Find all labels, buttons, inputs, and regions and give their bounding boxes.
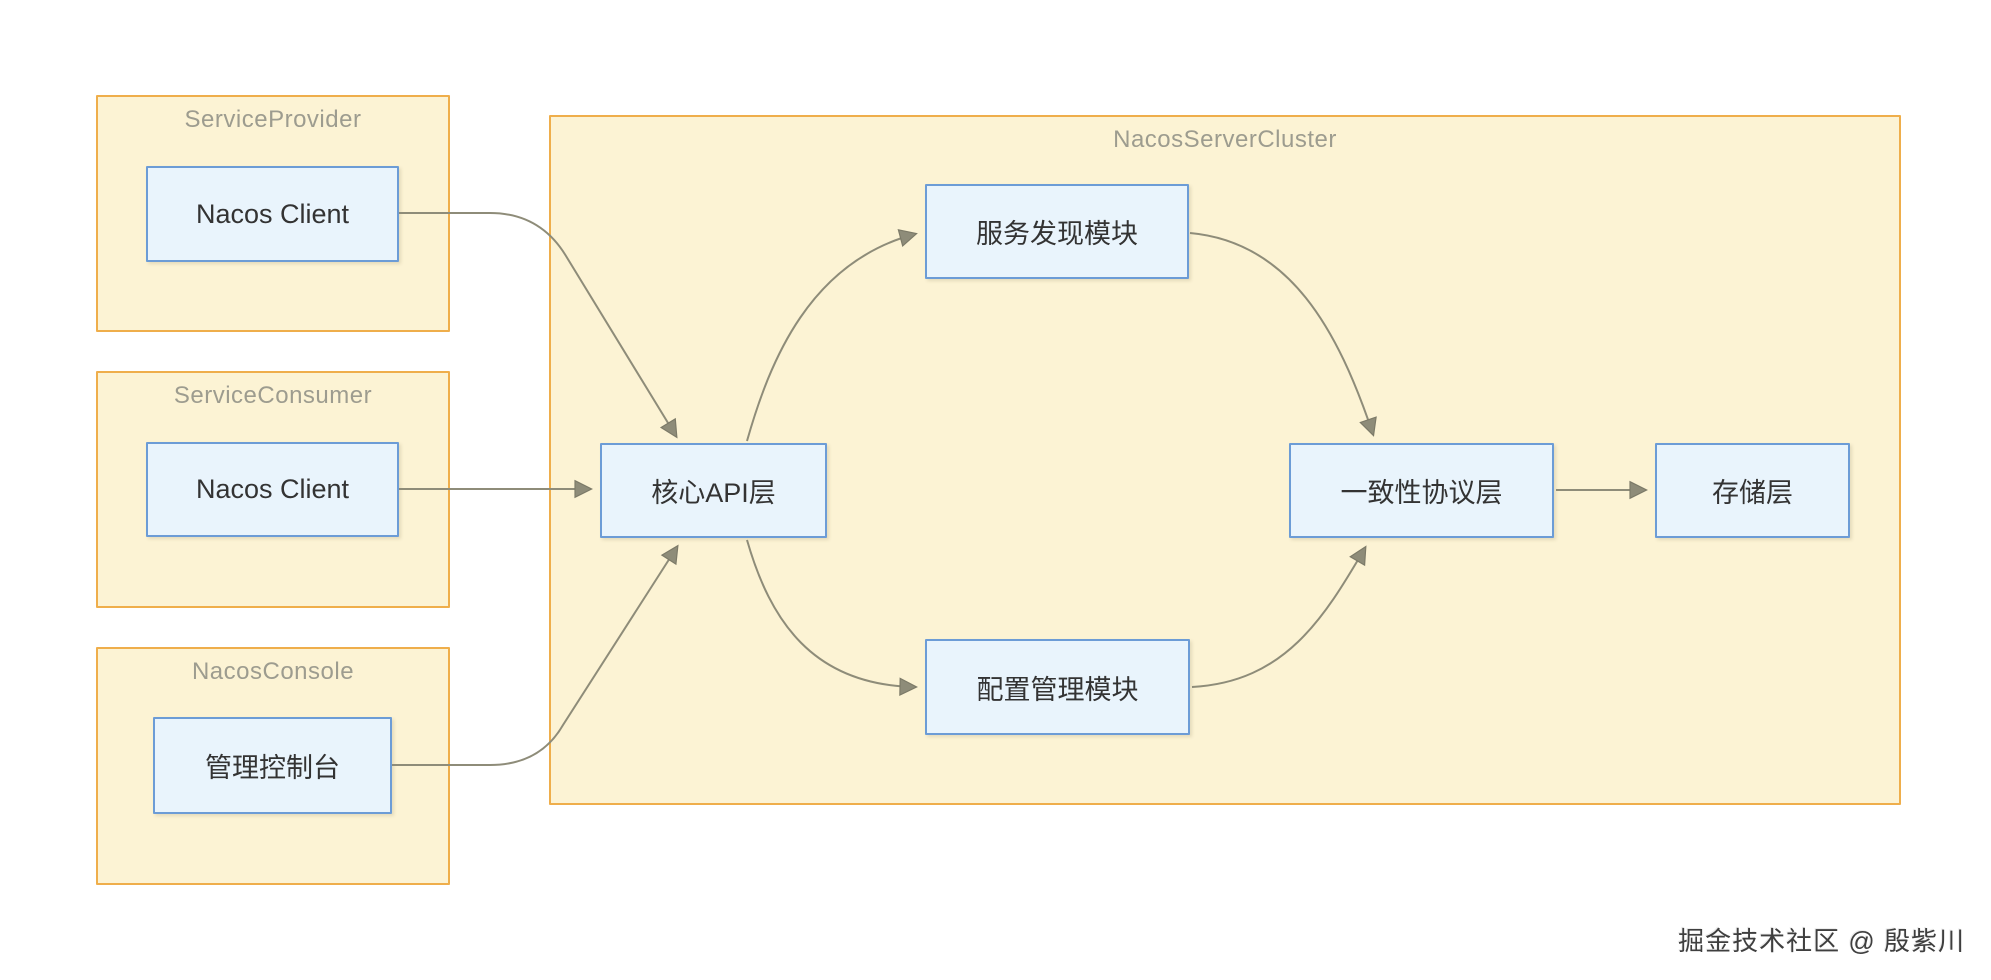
node-label: 管理控制台 [205, 753, 340, 783]
node-label: 核心API层 [651, 478, 776, 508]
container-title-service-provider: ServiceProvider [184, 106, 362, 133]
node-consistency-protocol: 一致性协议层 [1289, 443, 1554, 538]
watermark-text: 掘金技术社区 @ 殷紫川 [1678, 926, 1965, 956]
node-label: Nacos Client [195, 474, 350, 504]
node-storage: 存储层 [1655, 443, 1850, 538]
container-title-nacos-server-cluster: NacosServerCluster [1113, 126, 1337, 153]
node-admin-console: 管理控制台 [153, 717, 392, 814]
container-title-service-consumer: ServiceConsumer [173, 382, 373, 409]
node-service-discovery: 服务发现模块 [925, 184, 1189, 279]
node-nacos-client-provider: Nacos Client [146, 166, 399, 262]
node-config-management: 配置管理模块 [925, 639, 1190, 735]
node-label: 一致性协议层 [1340, 478, 1503, 508]
node-label: 配置管理模块 [976, 674, 1139, 705]
node-label: 服务发现模块 [976, 219, 1138, 249]
node-label: 存储层 [1712, 478, 1793, 508]
container-title-nacos-console: NacosConsole [191, 658, 355, 685]
node-nacos-client-consumer: Nacos Client [146, 442, 399, 537]
node-label: Nacos Client [195, 198, 350, 229]
node-core-api: 核心API层 [600, 443, 827, 538]
